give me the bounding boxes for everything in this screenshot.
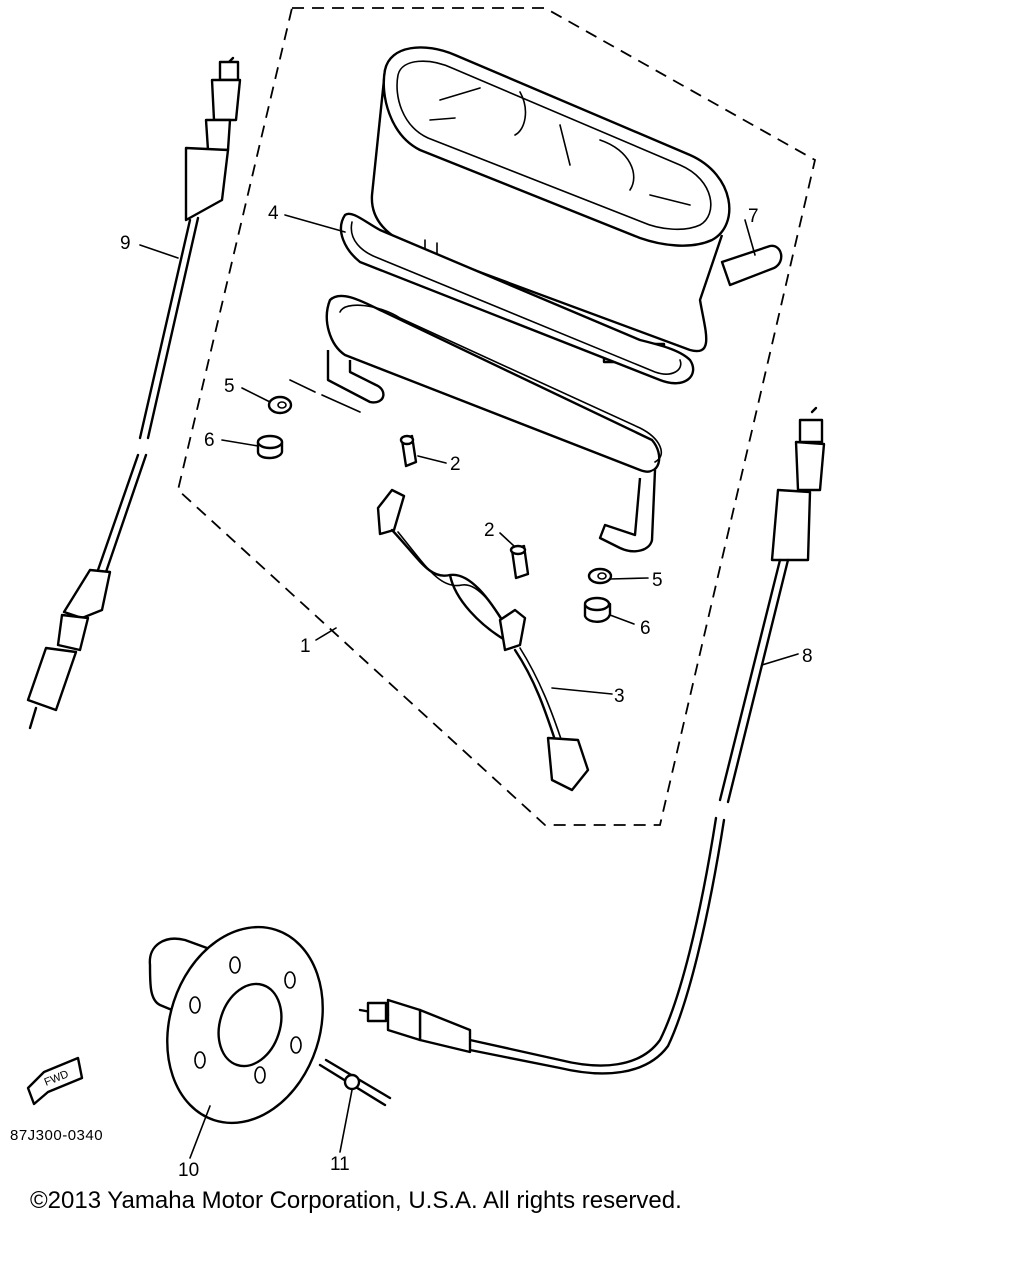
gasket-ring: [339, 212, 695, 385]
leader-lines: [139, 214, 799, 1159]
nut-right: [583, 596, 612, 623]
wire-harness: [376, 488, 590, 792]
meter-bottom-case: [325, 294, 663, 553]
part-label-1: 1: [300, 636, 311, 657]
drive-gear-flange: [148, 925, 324, 1125]
part-label-5a: 5: [224, 376, 235, 397]
part-label-4: 4: [268, 203, 279, 224]
drive-pin: [318, 1058, 392, 1107]
meter-cable-right: [358, 406, 826, 1075]
bulb-upper: [399, 434, 418, 468]
bulb-lower: [509, 544, 530, 580]
assembly-boundary-dashed: [177, 7, 817, 826]
part-label-7: 7: [748, 206, 759, 227]
washer-right: [587, 567, 613, 585]
part-label-11: 11: [330, 1154, 350, 1175]
copyright-notice: ©2013 Yamaha Motor Corporation, U.S.A. A…: [30, 1187, 682, 1214]
part-label-6b: 6: [640, 618, 651, 639]
meter-cable-left: [26, 56, 242, 730]
part-label-2b: 2: [484, 520, 495, 541]
part-label-8: 8: [802, 646, 813, 667]
part-label-3: 3: [614, 686, 625, 707]
part-label-10: 10: [178, 1160, 199, 1181]
part-label-2a: 2: [450, 454, 461, 475]
part-label-6a: 6: [204, 430, 215, 451]
part-label-5b: 5: [652, 570, 663, 591]
nut-left: [256, 434, 284, 460]
part-label-9: 9: [120, 233, 131, 254]
washer-left: [267, 395, 293, 415]
drawing-code: 87J300-0340: [10, 1127, 103, 1144]
forward-arrow-icon: FWD: [26, 1056, 84, 1106]
